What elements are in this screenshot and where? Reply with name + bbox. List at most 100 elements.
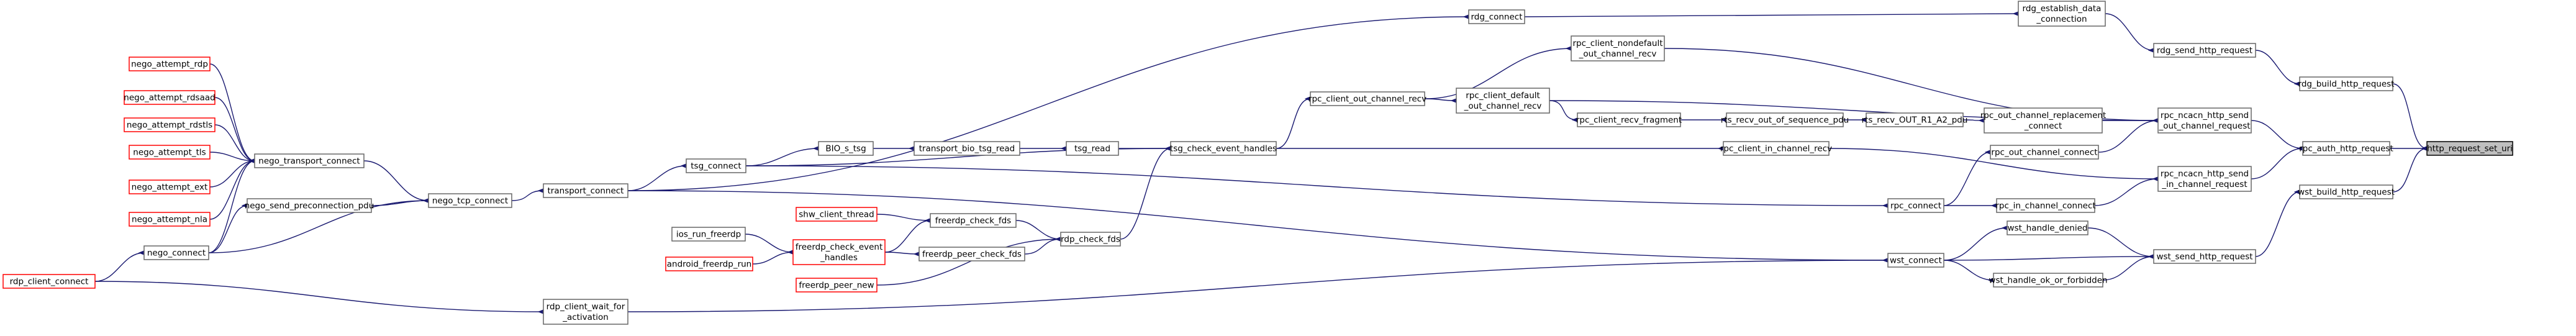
node-box [1993,273,2103,288]
node-rdg_build_http_request[interactable]: rdg_build_http_request [2298,76,2395,91]
node-rpc_out_channel_connect[interactable]: rpc_out_channel_connect [1990,145,2099,160]
node-tsg_connect[interactable]: tsg_connect [686,158,746,173]
node-tsg_check_event_handles[interactable]: tsg_check_event_handles [1170,141,1277,156]
node-shw_client_thread[interactable]: shw_client_thread [796,207,878,222]
node-rpc_connect[interactable]: rpc_connect [1887,198,1944,213]
node-rdp_check_fds[interactable]: rdp_check_fds [1060,232,1121,247]
node-rpc_client_nondefault_out_channel_recv[interactable]: rpc_client_nondefault_out_channel_recv [1571,35,1665,61]
edge-freerdp_check_event_handles-to-freerdp_peer_check_fds [884,252,920,257]
node-freerdp_check_event_handles[interactable]: freerdp_check_event_handles [792,239,886,265]
node-layer: http_request_set_uri rpc_auth_http_reques… [2,1,2513,325]
node-box [247,198,372,213]
node-label: rpc_client_recv_fragment [1576,116,1682,125]
edge-nego_attempt_rdp-to-nego_transport_connect [209,63,255,163]
node-box [792,239,886,265]
node-label: rpc_in_channel_connect [1995,201,2095,211]
node-label: _out_channel_request [2158,121,2250,131]
node-box [129,212,211,227]
node-BIO_s_tsg[interactable]: BIO_s_tsg [818,141,874,156]
node-label: _out_channel_recv [1464,101,1542,111]
node-box [124,90,215,105]
node-label: rpc_client_default [1466,91,1540,101]
node-wst_handle_denied[interactable]: wst_handle_denied [2007,220,2088,235]
node-wst_connect[interactable]: wst_connect [1887,253,1944,268]
node-freerdp_peer_check_fds[interactable]: freerdp_peer_check_fds [918,247,1025,261]
node-rpc_client_out_channel_recv[interactable]: rpc_client_out_channel_recv [1308,91,1426,106]
node-nego_transport_connect[interactable]: nego_transport_connect [254,153,365,168]
node-http_request_set_uri[interactable]: http_request_set_uri [2426,141,2513,156]
node-box [2007,220,2088,235]
node-android_freerdp_run[interactable]: android_freerdp_run [665,257,753,271]
node-box [143,245,209,260]
edge-freerdp_check_fds-to-rdp_check_fds [1015,220,1061,242]
node-rpc_ncacn_in[interactable]: rpc_ncacn_http_send_in_channel_request [2157,166,2252,192]
node-rpc_client_in_channel_recv[interactable]: rpc_client_in_channel_recv [1720,141,1832,156]
node-label: rdg_build_http_request [2298,79,2395,89]
node-nego_attempt_rdsaad[interactable]: nego_attempt_rdsaad [124,90,215,105]
edge-wst_handle_denied-to-wst_send_http_request [2087,227,2154,259]
node-wst_build_http_request[interactable]: wst_build_http_request [2298,184,2395,199]
node-wst_handle_ok_or_forbidden[interactable]: wst_handle_ok_or_forbidden [1989,273,2108,288]
node-label: freerdp_peer_check_fds [922,250,1022,260]
node-freerdp_check_fds[interactable]: freerdp_check_fds [930,213,1017,228]
node-rdg_send_http_request[interactable]: rdg_send_http_request [2153,43,2256,58]
node-rpc_out_channel_replacement_connect[interactable]: rpc_out_channel_replacement_connect [1980,107,2107,134]
node-box [129,179,211,194]
node-box [2302,141,2390,156]
edge-rdg_connect-to-rdg_establish_data_connection [1524,11,2019,17]
node-box [914,141,1020,156]
node-label: http_request_set_uri [2427,144,2513,154]
node-rdp_client_connect[interactable]: rdp_client_connect [2,274,96,289]
node-nego_attempt_tls[interactable]: nego_attempt_tls [129,145,211,160]
node-label: rts_recv_OUT_R1_A2_pdu [1862,116,1968,125]
node-nego_attempt_ext[interactable]: nego_attempt_ext [129,179,211,194]
node-label: _connection [2036,14,2087,24]
node-label: shw_client_thread [799,210,874,220]
node-label: nego_attempt_ext [132,183,208,193]
node-box [686,158,746,173]
node-box [2153,249,2256,264]
edge-rpc_connect-to-rpc_out_channel_connect [1943,150,1991,206]
node-label: nego_connect [147,248,206,258]
edge-transport_connect-to-tsg_connect [627,163,687,191]
node-nego_attempt_nla[interactable]: nego_attempt_nla [129,212,211,227]
node-label: freerdp_check_fds [935,216,1011,226]
node-label: freerdp_check_event [796,242,883,252]
edge-transport_connect-to-wst_connect [627,190,1889,263]
edge-freerdp_check_event_handles-to-freerdp_check_fds [884,218,931,253]
node-rdp_client_wait_for_activation[interactable]: rdp_client_wait_for_activation [543,299,628,325]
node-rpc_client_recv_fragment[interactable]: rpc_client_recv_fragment [1576,112,1682,127]
node-rpc_ncacn_out[interactable]: rpc_ncacn_http_send_out_channel_request [2157,107,2252,134]
node-label: tsg_check_event_handles [1170,144,1277,154]
node-label: nego_tcp_connect [432,196,508,206]
node-transport_connect[interactable]: transport_connect [543,183,628,198]
node-nego_send_preconnection_pdu[interactable]: nego_send_preconnection_pdu [245,198,374,213]
edge-rdg_establish_data_connection-to-rdg_send_http_request [2105,13,2154,53]
node-label: _activation [562,312,609,322]
node-nego_tcp_connect[interactable]: nego_tcp_connect [428,193,512,208]
edge-rdp_client_connect-to-rdp_client_wait_for_activation [94,281,544,314]
node-box [1060,232,1121,247]
edge-layer [94,11,2428,314]
node-rpc_in_channel_connect[interactable]: rpc_in_channel_connect [1995,198,2096,213]
node-nego_attempt_rdp[interactable]: nego_attempt_rdp [129,57,211,71]
node-box [2157,107,2252,134]
node-transport_bio_tsg_read[interactable]: transport_bio_tsg_read [914,141,1020,156]
node-rdg_connect[interactable]: rdg_connect [1468,9,1525,24]
node-label: rpc_client_in_channel_recv [1720,144,1832,154]
node-rpc_client_default_out_channel_recv[interactable]: rpc_client_default_out_channel_recv [1456,88,1550,114]
node-tsg_read[interactable]: tsg_read [1066,141,1119,156]
edge-freerdp_peer_new-to-rdp_check_fds [876,237,1061,286]
node-nego_connect[interactable]: nego_connect [143,245,209,260]
edge-ios_run_freerdp-to-freerdp_check_event_handles [745,234,794,255]
node-rpc_auth_http_request[interactable]: rpc_auth_http_request [2299,141,2393,156]
node-nego_attempt_rdstls[interactable]: nego_attempt_rdstls [124,117,215,132]
node-rdg_establish_data_connection[interactable]: rdg_establish_data_connection [2018,1,2106,27]
node-ios_run_freerdp[interactable]: ios_run_freerdp [671,227,746,242]
node-label: transport_bio_tsg_read [919,144,1015,154]
node-freerdp_peer_new[interactable]: freerdp_peer_new [796,278,878,293]
edge-nego_connect-to-nego_send_preconnection_pdu [208,203,248,253]
node-wst_send_http_request[interactable]: wst_send_http_request [2153,249,2256,264]
node-rts_recv_OUT_R1_A2_pdu[interactable]: rts_recv_OUT_R1_A2_pdu [1862,112,1968,127]
node-rts_recv_out_of_sequence_pdu[interactable]: rts_recv_out_of_sequence_pdu [1721,112,1849,127]
